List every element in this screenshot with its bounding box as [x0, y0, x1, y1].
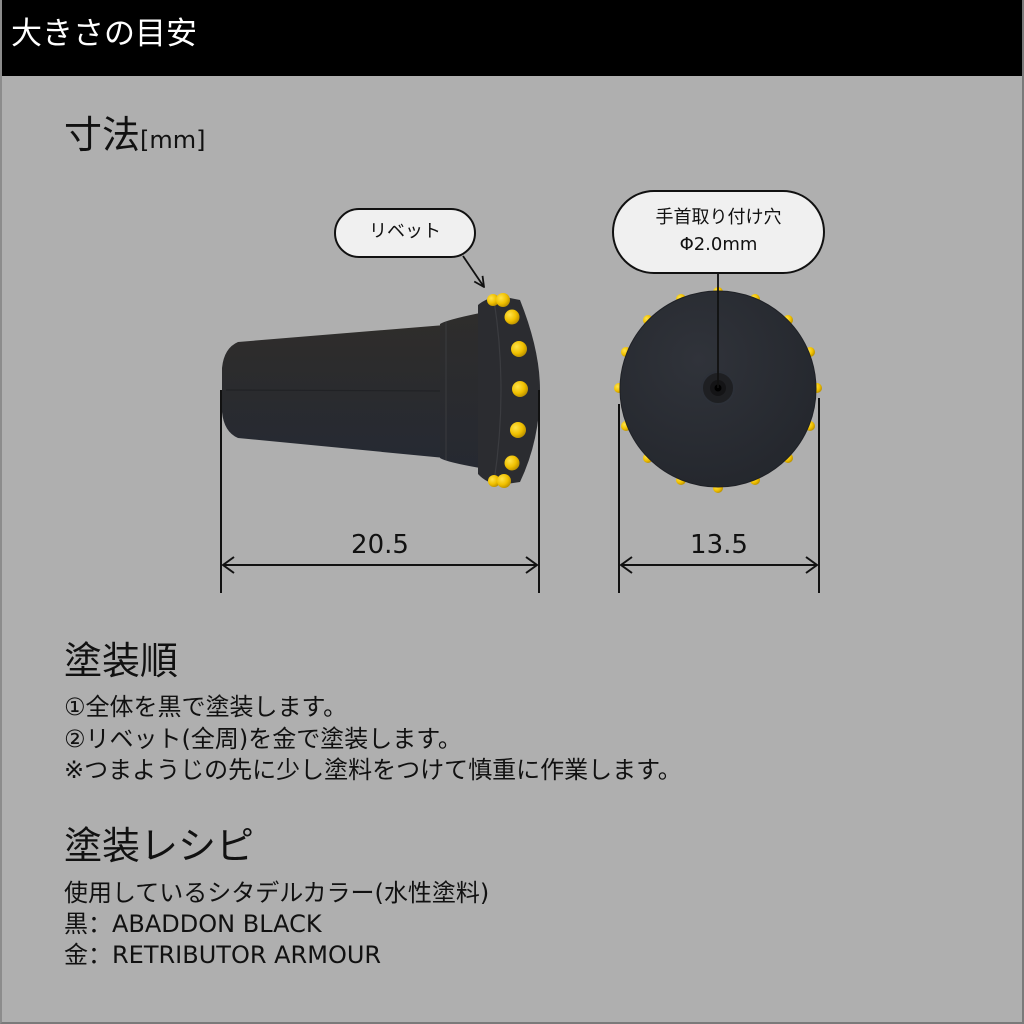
paint-note: ※つまようじの先に少し塗料をつけて慎重に作業します。 [64, 756, 682, 784]
paint-step: ②リベット(全周)を金で塗装します。 [64, 725, 462, 753]
rivet-callout-label: リベット [369, 221, 441, 242]
length-dimension [220, 390, 540, 593]
header-bar: 大きさの目安 [0, 0, 1024, 76]
dimensions-unit: [mm] [140, 126, 206, 154]
mount-hole-callout: 手首取り付け穴 Φ2.0mm [612, 190, 825, 274]
paint-order-title: 塗装順 [64, 639, 179, 683]
dimensions-title: 寸法[mm] [64, 112, 206, 163]
paint-recipe-title: 塗装レシピ [64, 824, 255, 868]
diameter-value: 13.5 [690, 530, 748, 560]
header-title: 大きさの目安 [11, 16, 197, 52]
mount-hole-callout-line1: 手首取り付け穴 [655, 207, 782, 228]
diameter-dimension [618, 398, 820, 593]
side-view-part [222, 293, 540, 488]
rivet-callout-arrow [462, 255, 484, 287]
dimensions-title-text: 寸法 [64, 113, 141, 157]
paint-step: ①全体を黒で塗装します。 [64, 693, 348, 721]
mount-hole-callout-line2: Φ2.0mm [679, 234, 758, 255]
rivet-icon-group [487, 293, 528, 488]
paint-recipe-intro: 使用しているシタデルカラー(水性塗料) [64, 879, 490, 907]
end-view-part [614, 287, 822, 493]
length-value: 20.5 [351, 530, 409, 560]
paint-color-black: 黒：ABADDON BLACK [64, 910, 322, 938]
rivet-callout: リベット [334, 208, 476, 258]
paint-color-gold: 金：RETRIBUTOR ARMOUR [64, 941, 382, 969]
